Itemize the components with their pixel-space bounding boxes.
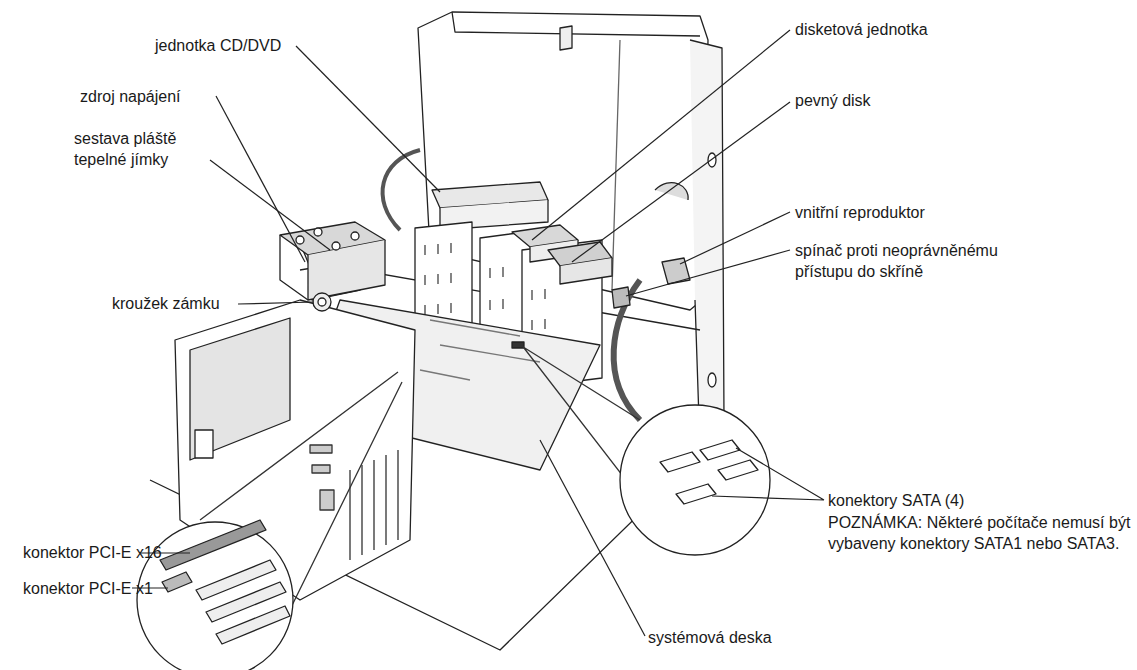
heat-sink xyxy=(280,235,308,300)
note-text: POZNÁMKA: Některé počítače nemusí být vy… xyxy=(828,512,1133,554)
slot-covers xyxy=(350,450,398,560)
power-connector xyxy=(195,430,213,458)
leader-lines xyxy=(132,30,824,636)
io-ports xyxy=(310,445,334,510)
pci-slots xyxy=(160,520,290,644)
heat-sink xyxy=(308,240,385,300)
part-label: jednotka CD/DVD xyxy=(155,35,315,56)
magnifier xyxy=(620,405,770,555)
bezel-hole xyxy=(708,373,716,387)
latch xyxy=(560,26,572,50)
padlock-ring xyxy=(313,293,331,311)
part-label: spínač proti neoprávněnému přístupu do s… xyxy=(795,240,1045,282)
chassis-edge xyxy=(452,12,700,36)
board-detail xyxy=(420,320,540,380)
drive-arm xyxy=(383,150,420,230)
part-label: konektor PCI-E x16 xyxy=(23,542,193,563)
part-label: konektor PCI-E x1 xyxy=(23,578,193,599)
part-label: zdroj napájení xyxy=(80,86,220,107)
sata-connectors xyxy=(660,440,758,504)
part-label: systémová deska xyxy=(648,627,848,648)
part-label: disketová jednotka xyxy=(795,19,1055,40)
part-label: kroužek zámku xyxy=(112,293,242,314)
part-label: pevný disk xyxy=(795,90,995,111)
padlock-ring xyxy=(318,298,326,306)
part-label: vnitřní reproduktor xyxy=(795,202,1015,223)
part-label: konektory SATA (4) xyxy=(828,490,1078,511)
hard-disk xyxy=(560,258,612,284)
back-panel-vent xyxy=(190,318,290,460)
part-label: sestava pláště tepelné jímky xyxy=(74,128,214,170)
intrusion-switch xyxy=(612,287,630,308)
bezel-hole xyxy=(708,153,716,167)
chassis-rib xyxy=(612,40,620,290)
